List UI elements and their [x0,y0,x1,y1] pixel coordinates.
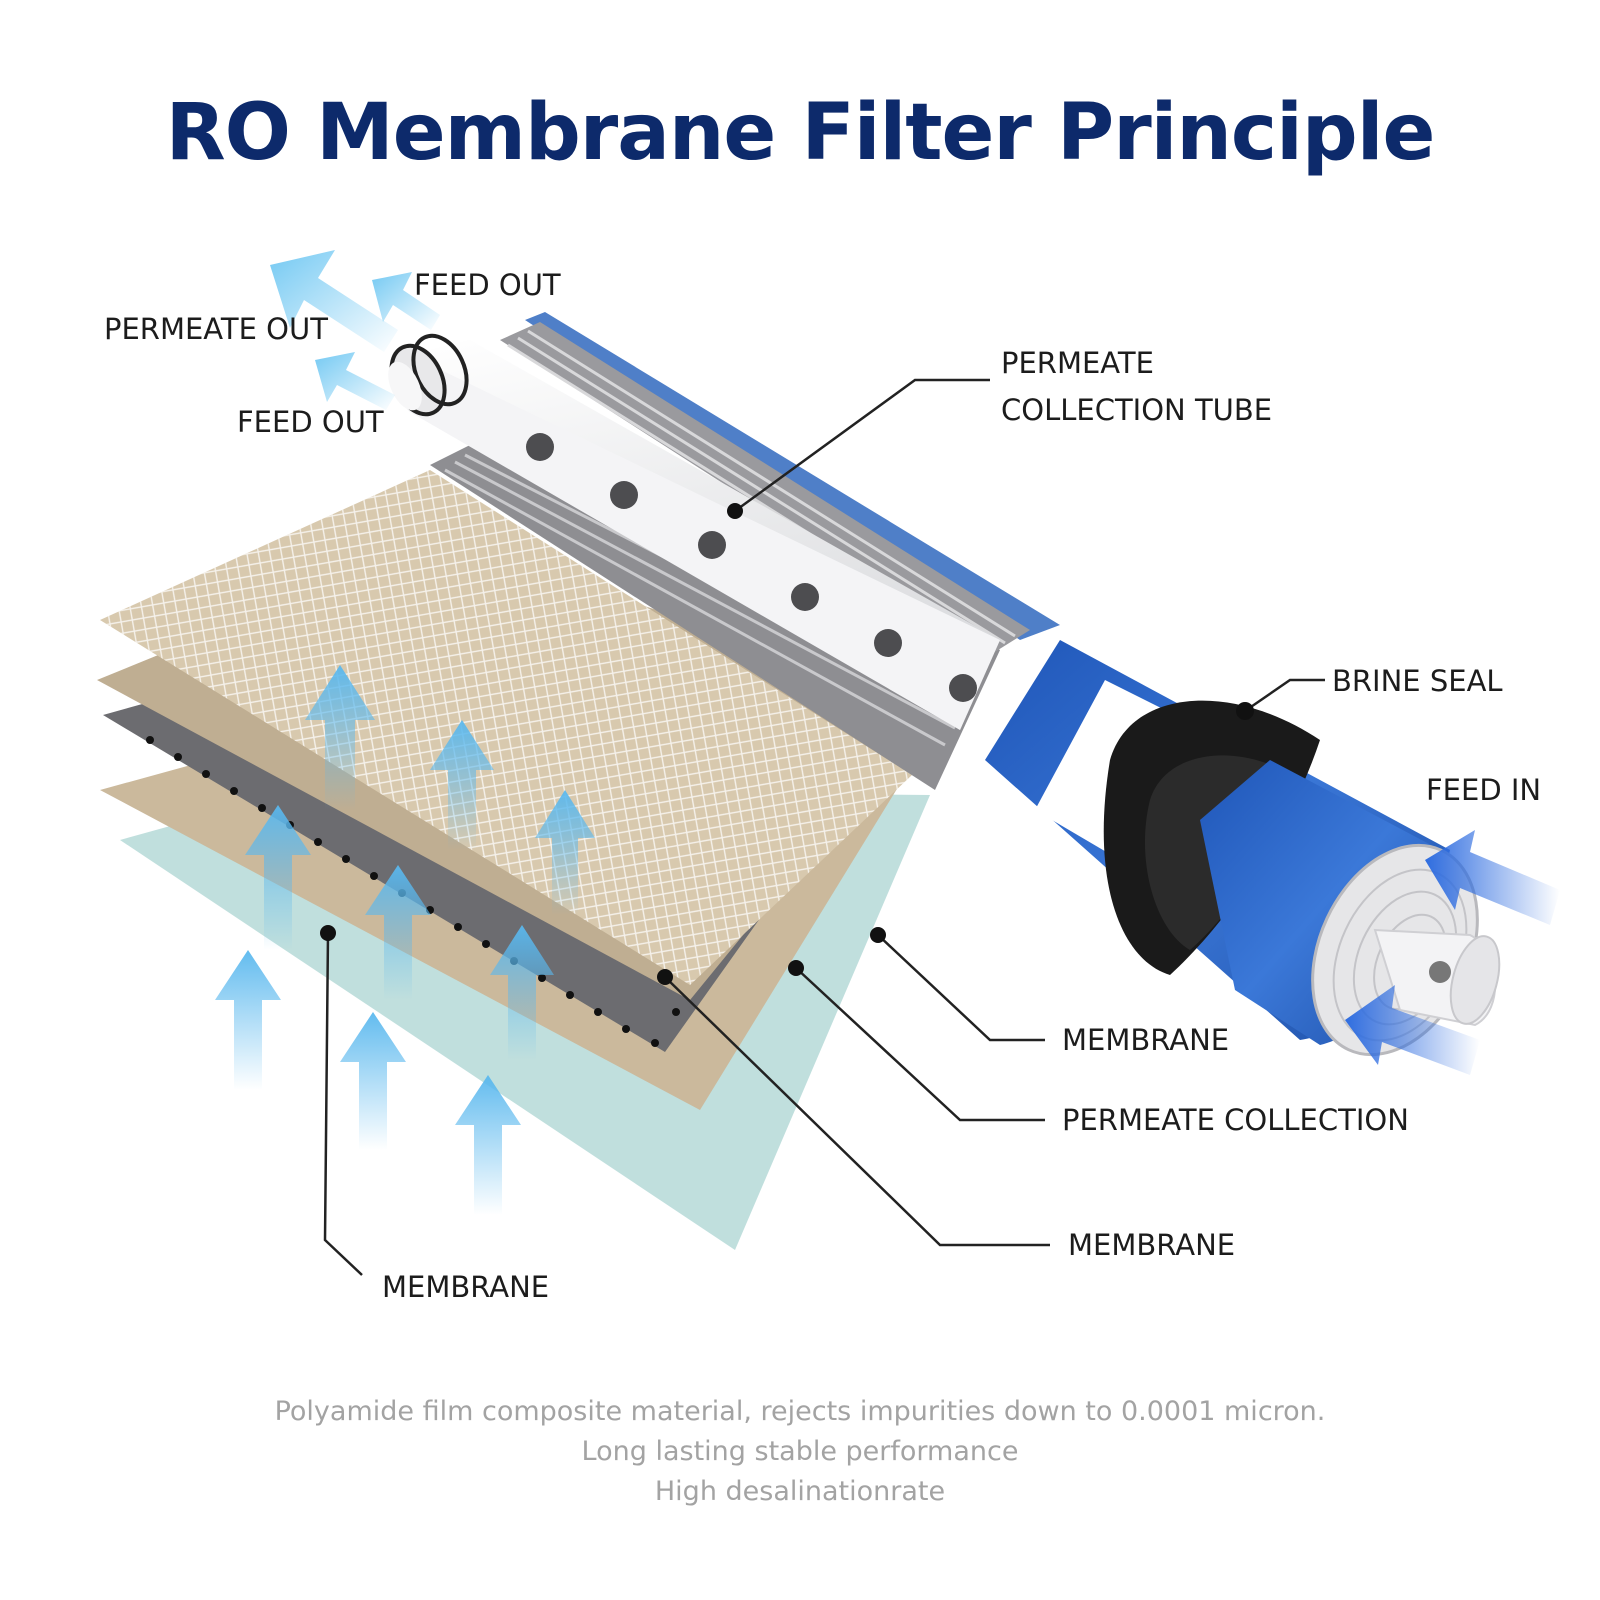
label-feed-in: FEED IN [1426,773,1541,807]
flow-arrow-icon [455,1075,521,1215]
flow-arrow-icon [340,1012,406,1150]
caption-line-3: High desalinationrate [654,1476,946,1507]
flow-arrow-icon [365,865,431,1000]
feed-in-arrows [1345,830,1560,1075]
membrane-housing [985,640,1501,1057]
flow-arrow-icon [215,950,281,1090]
label-permeate-tube-line1: PERMEATE [1001,346,1154,380]
tube-perforations [526,433,977,702]
label-permeate-tube-line2: COLLECTION TUBE [1001,393,1272,427]
permeate-out-arrow-icon [270,250,398,352]
flow-arrow-icon [430,720,494,850]
label-membrane-2: MEMBRANE [1068,1228,1235,1262]
page-title: RO Membrane Filter Principle [165,88,1436,178]
mesh-pattern [100,470,912,985]
permeate-collection-tube [388,333,1000,730]
flow-arrow-icon [490,925,554,1060]
permeate-flow-arrows [215,665,595,1215]
label-feed-out-top: FEED OUT [414,268,561,302]
flow-arrow-icon [305,665,375,810]
label-permeate-collection: PERMEATE COLLECTION [1062,1103,1409,1137]
label-membrane-3: MEMBRANE [382,1270,549,1304]
label-feed-out-bottom: FEED OUT [237,405,384,439]
label-membrane-1: MEMBRANE [1062,1023,1229,1057]
flow-arrow-icon [535,790,595,915]
feed-in-arrow-icon [1345,985,1480,1075]
feed-out-arrow-icon [315,352,395,410]
flow-arrow-icon [245,805,311,950]
feed-in-arrow-icon [1425,830,1560,925]
leader-dots [320,503,1254,985]
caption: Polyamide film composite material, rejec… [0,1392,1600,1512]
feed-out-arrow-icon [372,272,440,330]
leader-lines [323,378,1325,1276]
label-brine-seal: BRINE SEAL [1332,664,1503,698]
membrane-layer-stack [97,470,935,1250]
label-permeate-out: PERMEATE OUT [104,312,328,346]
outlet-arrows [270,250,440,410]
caption-line-1: Polyamide film composite material, rejec… [274,1396,1326,1427]
caption-line-2: Long lasting stable performance [581,1436,1019,1467]
